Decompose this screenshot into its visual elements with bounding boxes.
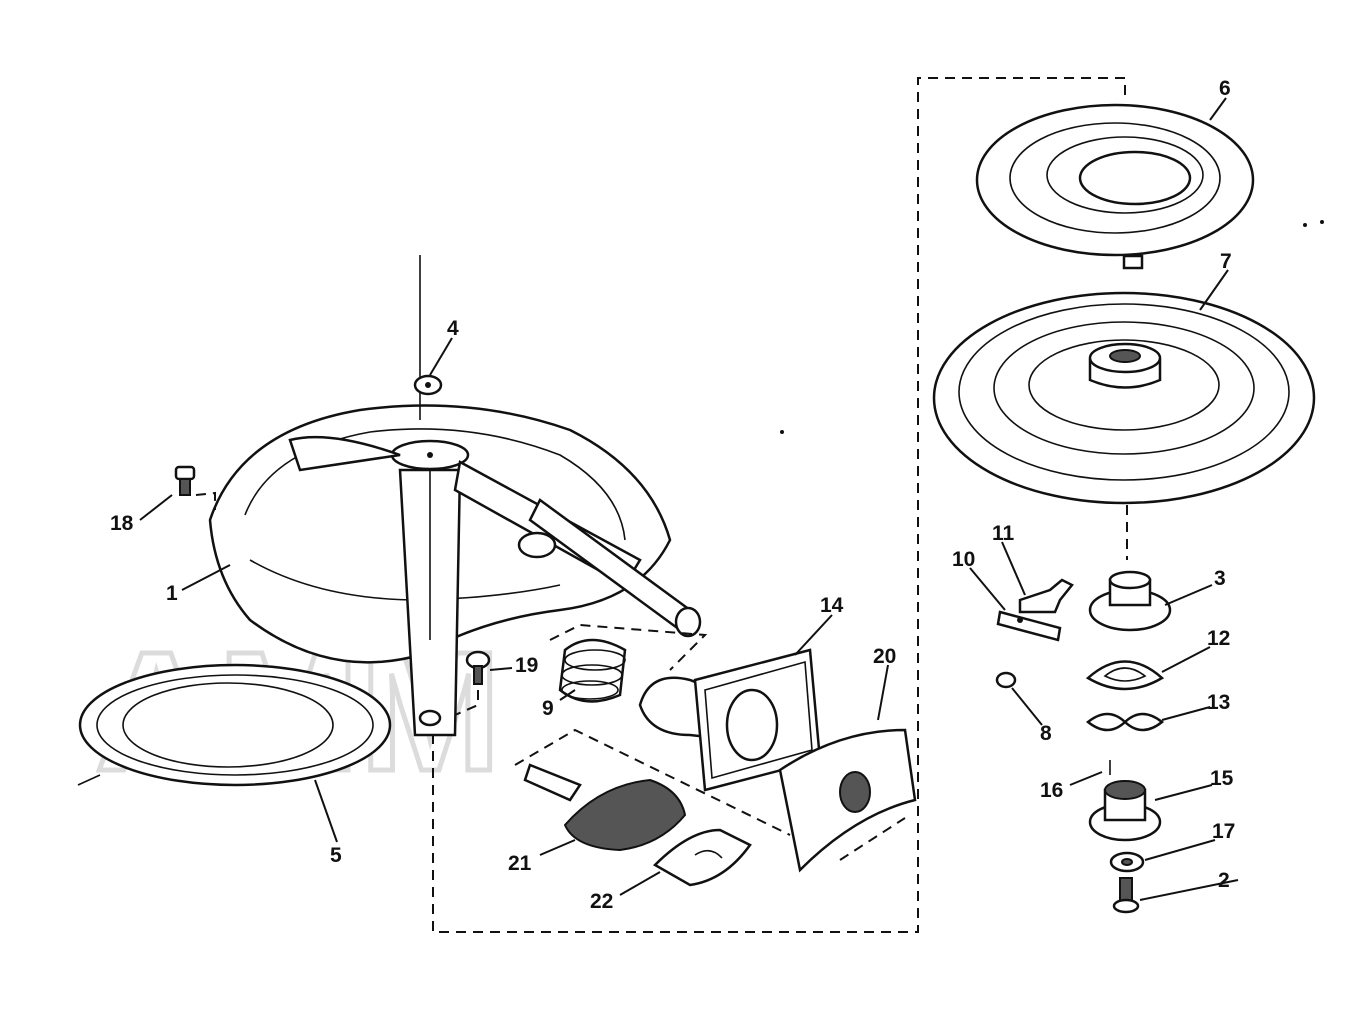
part-spring-13 bbox=[1085, 712, 1165, 732]
callout-11: 11 bbox=[992, 522, 1015, 545]
callout-4: 4 bbox=[447, 317, 459, 340]
callout-21: 21 bbox=[508, 852, 532, 875]
callout-13: 13 bbox=[1207, 691, 1230, 714]
print-specks bbox=[780, 220, 1324, 434]
callout-18: 18 bbox=[110, 512, 134, 535]
part-pawl-10 bbox=[996, 610, 1062, 642]
part-screw-19 bbox=[454, 650, 491, 716]
part-link-11 bbox=[1018, 578, 1074, 614]
part-spring-cup-6 bbox=[975, 103, 1255, 270]
callout-19: 19 bbox=[515, 654, 538, 677]
callout-12: 12 bbox=[1207, 627, 1230, 650]
callout-7: 7 bbox=[1220, 250, 1232, 273]
callout-14: 14 bbox=[820, 594, 844, 617]
callout-1: 1 bbox=[166, 582, 178, 605]
callout-15: 15 bbox=[1210, 767, 1234, 790]
callout-16: 16 bbox=[1040, 779, 1063, 802]
assembly-frame bbox=[432, 77, 1128, 933]
leader-lines bbox=[139, 97, 1239, 901]
callout-2: 2 bbox=[1218, 869, 1230, 892]
part-nut-4 bbox=[413, 374, 443, 396]
part-retainer-15 bbox=[1088, 780, 1162, 842]
part-pulley-7 bbox=[932, 291, 1316, 505]
callout-22: 22 bbox=[590, 890, 613, 913]
part-screw-8 bbox=[995, 671, 1017, 689]
part-spring-5 bbox=[77, 663, 392, 787]
part-plate-20 bbox=[778, 728, 917, 873]
callout-10: 10 bbox=[952, 548, 975, 571]
callout-9: 9 bbox=[542, 697, 554, 720]
callout-labels: 1 2 3 4 5 6 7 8 9 10 11 12 13 14 15 16 1… bbox=[110, 77, 1235, 913]
callout-5: 5 bbox=[330, 844, 342, 867]
part-screw-2 bbox=[1112, 877, 1140, 914]
part-screw-18 bbox=[174, 465, 216, 510]
callout-3: 3 bbox=[1214, 567, 1226, 590]
part-housing bbox=[208, 255, 702, 737]
part-washer-12 bbox=[1085, 660, 1165, 691]
callout-20: 20 bbox=[873, 645, 896, 668]
part-sleeve-9 bbox=[549, 623, 708, 703]
part-rope-guide-14 bbox=[638, 648, 822, 792]
callout-8: 8 bbox=[1040, 722, 1052, 745]
part-washer-17 bbox=[1109, 851, 1145, 873]
part-insert-22 bbox=[652, 828, 752, 887]
callout-17: 17 bbox=[1212, 820, 1235, 843]
callout-6: 6 bbox=[1219, 77, 1231, 100]
part-bushing-3 bbox=[1088, 570, 1172, 632]
part-handle-21 bbox=[514, 728, 791, 852]
